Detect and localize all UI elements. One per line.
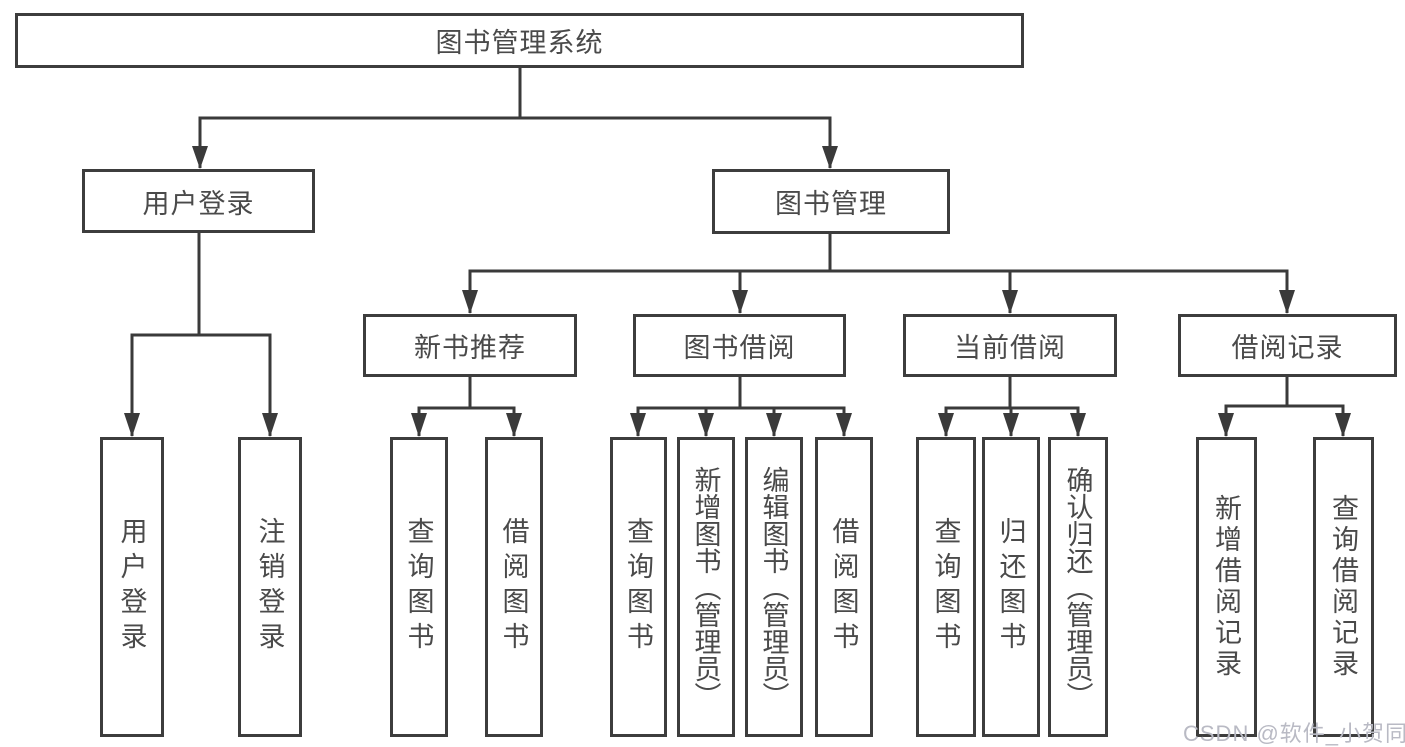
node-current-borrow: 当前借阅 <box>903 314 1117 377</box>
leaf-add-borrow-record: 新增借阅记录 <box>1196 437 1257 737</box>
leaf-query-borrow-record: 查询借阅记录 <box>1313 437 1374 737</box>
leaf-add-book-admin: 新增图书（管理员） <box>677 437 735 737</box>
leaf-borrow-book-2: 借阅图书 <box>815 437 873 737</box>
leaf-edit-book-admin: 编辑图书（管理员） <box>745 437 803 737</box>
csdn-watermark: CSDN @软件_小贺同学 <box>1183 721 1405 746</box>
node-borrow-record: 借阅记录 <box>1178 314 1397 377</box>
leaf-return-book: 归还图书 <box>982 437 1040 737</box>
node-user-login: 用户登录 <box>82 169 315 233</box>
leaf-borrow-book-1: 借阅图书 <box>485 437 543 737</box>
node-book-borrow: 图书借阅 <box>633 314 846 377</box>
leaf-confirm-return-admin: 确认归还（管理员） <box>1048 437 1108 737</box>
node-root: 图书管理系统 <box>15 13 1024 68</box>
leaf-logout: 注销登录 <box>238 437 302 737</box>
leaf-query-book-1: 查询图书 <box>390 437 448 737</box>
node-book-management: 图书管理 <box>712 169 950 234</box>
leaf-user-login: 用户登录 <box>100 437 164 737</box>
leaf-query-book-2: 查询图书 <box>610 437 667 737</box>
leaf-query-book-3: 查询图书 <box>916 437 976 737</box>
node-new-book-recommend: 新书推荐 <box>363 314 577 377</box>
